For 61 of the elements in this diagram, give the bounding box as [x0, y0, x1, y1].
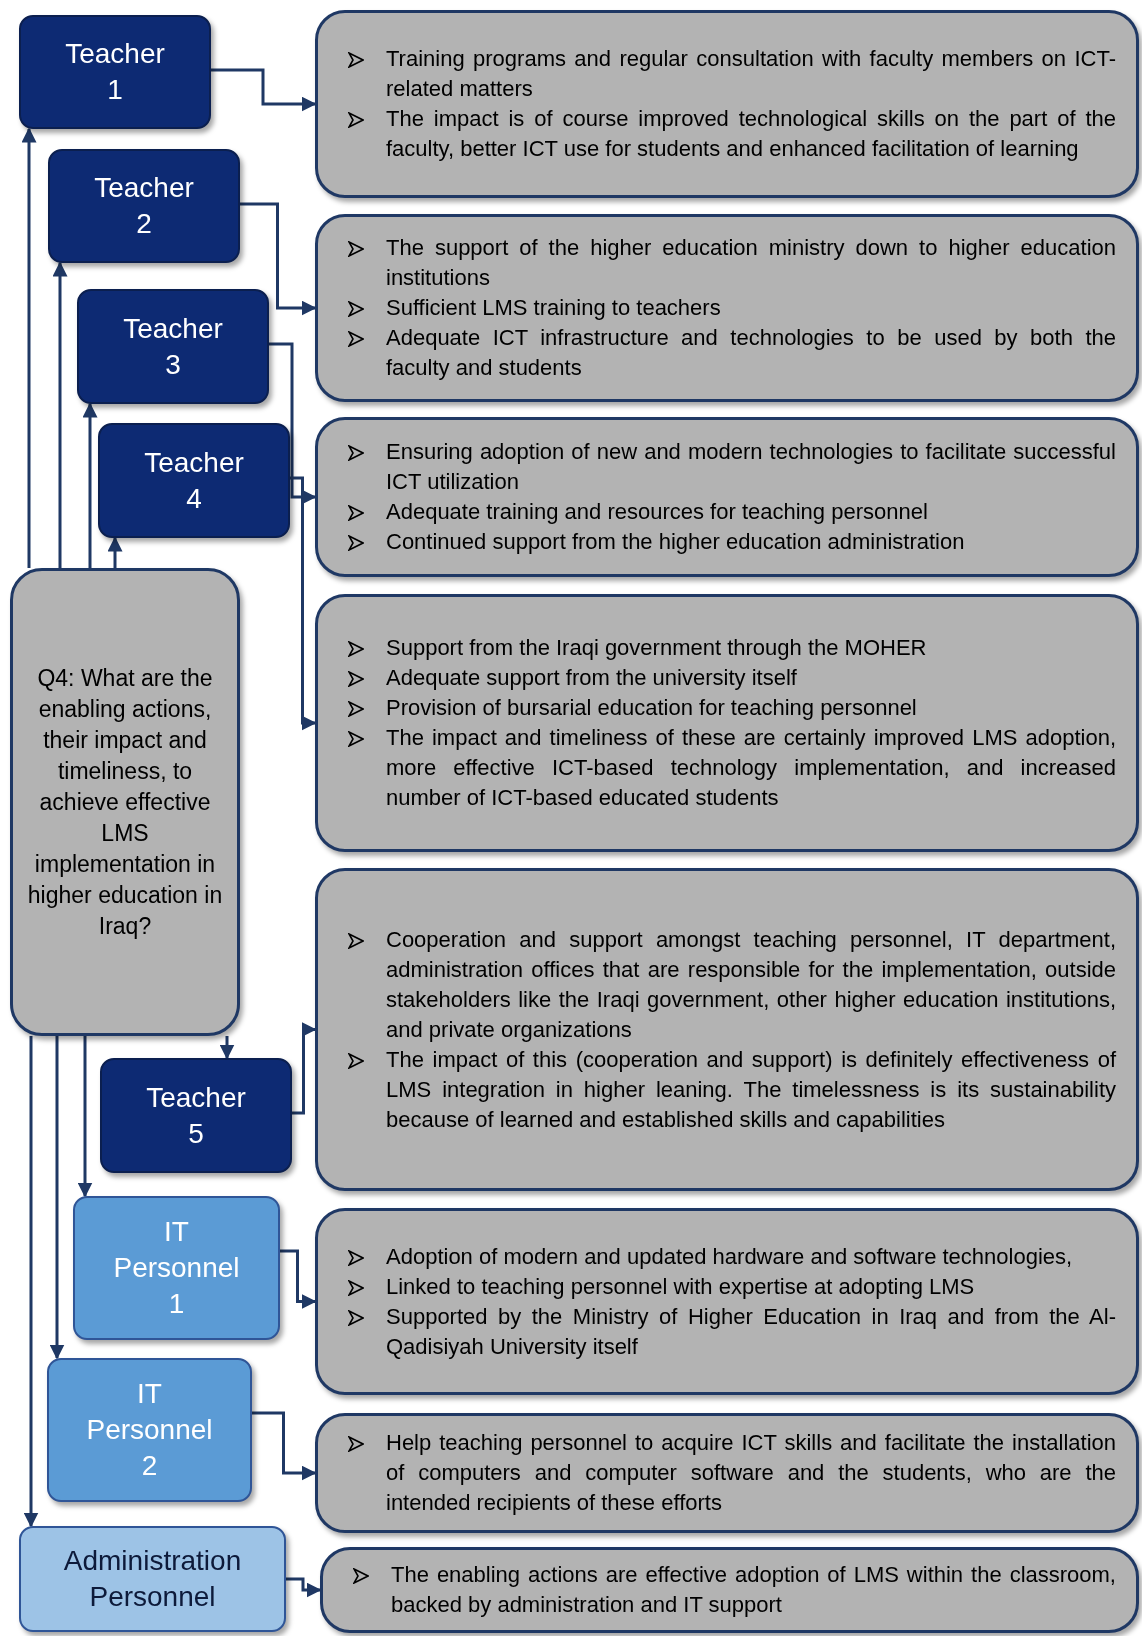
bullet-list-box	[315, 214, 1139, 402]
bullet-list-box	[315, 594, 1139, 852]
arrow	[21, 127, 37, 568]
arrow	[107, 536, 123, 568]
arrow	[252, 1411, 317, 1481]
role-box	[48, 149, 240, 263]
role-label: Teacher 3	[122, 311, 224, 382]
arrow	[219, 1036, 235, 1060]
bullet-text: Help teaching personnel to acquire ICT skills and facilitate the installation of computers and computer software and the students, who are the intended recipients of these efforts	[386, 1429, 1116, 1517]
arrow	[49, 1036, 65, 1360]
arrow	[286, 1577, 322, 1598]
question-box	[10, 568, 240, 1036]
role-label: Teacher 1	[64, 37, 166, 107]
role-label: IT Personnel 2	[85, 1377, 214, 1483]
bullet-list-box	[315, 10, 1139, 198]
bullet-text: Cooperation and support amongst teaching personnel, IT department, administration offices that are responsible for the implementation, outside stakeholders like the Iraqi government, other higher education institutions, and private organizations	[386, 925, 1116, 1044]
bullet-text: Continued support from the higher education administration	[386, 528, 966, 556]
role-box	[47, 1358, 252, 1502]
role-box	[73, 1196, 280, 1340]
bullet-text: Adequate training and resources for teaching personnel	[386, 498, 929, 526]
bullet-text: The impact is of course improved technological skills on the part of the faculty, better ICT use for students and enhanced facilitation of learning	[386, 105, 1116, 163]
bullet-text: The impact of this (cooperation and support) is definitely effectiveness of LMS integration in higher leaning. The timelessness is its sustainability because of learned and established skills and capabilities	[386, 1045, 1116, 1134]
arrow	[211, 68, 317, 112]
role-label: Teacher 4	[143, 445, 245, 516]
arrow	[292, 1022, 317, 1115]
bullet-text: The enabling actions are effective adoption of LMS within the classroom, backed by administration and IT support	[391, 1561, 1116, 1619]
bullet-text: Adequate ICT infrastructure and technologies to be used by both the faculty and students	[386, 324, 1116, 382]
role-label: Teacher 2	[93, 171, 195, 241]
arrow	[269, 342, 317, 505]
role-box	[19, 1526, 286, 1632]
bullet-text: Training programs and regular consultation with faculty members on ICT-related matters	[386, 45, 1116, 103]
bullet-text: The impact and timeliness of these are certainly improved LMS adoption, more effective ICT-based technology implementation, and increased number of ICT-based educated students	[386, 724, 1116, 812]
bullet-list-box	[320, 1547, 1139, 1633]
bullet-text: Linked to teaching personnel with expertise at adopting LMS	[386, 1272, 976, 1301]
question-text: Q4: What are the enabling actions, their impact and timeliness, to achieve effective LMS implementation in higher education in Iraq?	[26, 663, 224, 941]
role-box	[77, 289, 269, 404]
bullet-text: Adoption of modern and updated hardware and software technologies,	[386, 1242, 1074, 1271]
bullet-text: Adequate support from the university itself	[386, 664, 798, 692]
arrow	[240, 202, 317, 316]
role-box	[100, 1058, 292, 1173]
role-box	[98, 423, 290, 538]
arrow	[280, 1249, 317, 1309]
role-label: IT Personnel 1	[112, 1215, 241, 1321]
arrow	[77, 1036, 93, 1198]
role-box	[19, 15, 211, 129]
arrow	[52, 261, 68, 568]
bullet-text: Ensuring adoption of new and modern technologies to facilitate successful ICT utilization	[386, 438, 1116, 496]
bullet-text: Support from the Iraqi government through the MOHER	[386, 634, 928, 662]
arrow	[82, 402, 98, 568]
bullet-list-box	[315, 1413, 1139, 1533]
arrow	[290, 476, 317, 731]
role-label: Administration Personnel	[62, 1544, 243, 1614]
bullet-text: The support of the higher education ministry down to higher education institutions	[386, 234, 1116, 292]
bullet-list-box	[315, 868, 1139, 1191]
bullet-list-box	[315, 1208, 1139, 1395]
bullet-text: Provision of bursarial education for teaching personnel	[386, 694, 918, 722]
bullet-text: Sufficient LMS training to teachers	[386, 294, 722, 322]
arrow	[23, 1036, 39, 1528]
bullet-text: Supported by the Ministry of Higher Education in Iraq and from the Al-Qadisiyah University itself	[386, 1302, 1116, 1361]
role-label: Teacher 5	[145, 1080, 247, 1151]
bullet-list-box	[315, 417, 1139, 577]
